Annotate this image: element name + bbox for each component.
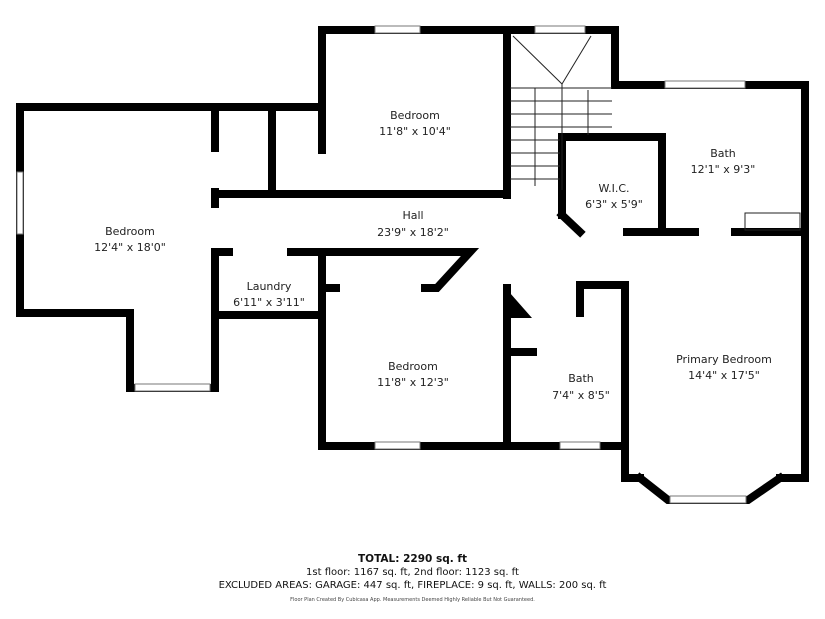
total-area: TOTAL: 2290 sq. ft — [358, 553, 467, 565]
room-name-bath-small: Bath — [568, 372, 594, 385]
walls — [16, 26, 809, 504]
disclaimer: Floor Plan Created By Cubicasa App. Meas… — [290, 597, 535, 603]
room-size-hall: 23'9" x 18'2" — [377, 226, 449, 239]
room-name-laundry: Laundry — [247, 280, 292, 293]
room-size-bedroom-left: 12'4" x 18'0" — [94, 241, 166, 254]
room-size-bath-top: 12'1" x 9'3" — [691, 163, 756, 176]
room-name-primary-bedroom: Primary Bedroom — [676, 353, 772, 366]
room-name-wic: W.I.C. — [598, 182, 629, 195]
room-size-laundry: 6'11" x 3'11" — [233, 296, 305, 309]
room-size-wic: 6'3" x 5'9" — [585, 198, 643, 211]
room-name-bedroom-mid: Bedroom — [388, 360, 438, 373]
room-size-bath-small: 7'4" x 8'5" — [552, 389, 610, 402]
room-size-primary-bedroom: 14'4" x 17'5" — [688, 369, 760, 382]
room-size-bedroom-mid: 11'8" x 12'3" — [377, 376, 449, 389]
floor-areas: 1st floor: 1167 sq. ft, 2nd floor: 1123 … — [306, 567, 519, 578]
room-name-bedroom-top: Bedroom — [390, 109, 440, 122]
excluded-areas: EXCLUDED AREAS: GARAGE: 447 sq. ft, FIRE… — [218, 580, 607, 591]
room-labels: Bedroom 12'4" x 18'0" Bedroom 11'8" x 10… — [94, 109, 772, 402]
room-name-hall: Hall — [402, 209, 423, 222]
windows — [16, 25, 801, 504]
room-name-bedroom-left: Bedroom — [105, 225, 155, 238]
room-name-bath-top: Bath — [710, 147, 736, 160]
staircase — [510, 35, 612, 190]
room-size-bedroom-top: 11'8" x 10'4" — [379, 125, 451, 138]
